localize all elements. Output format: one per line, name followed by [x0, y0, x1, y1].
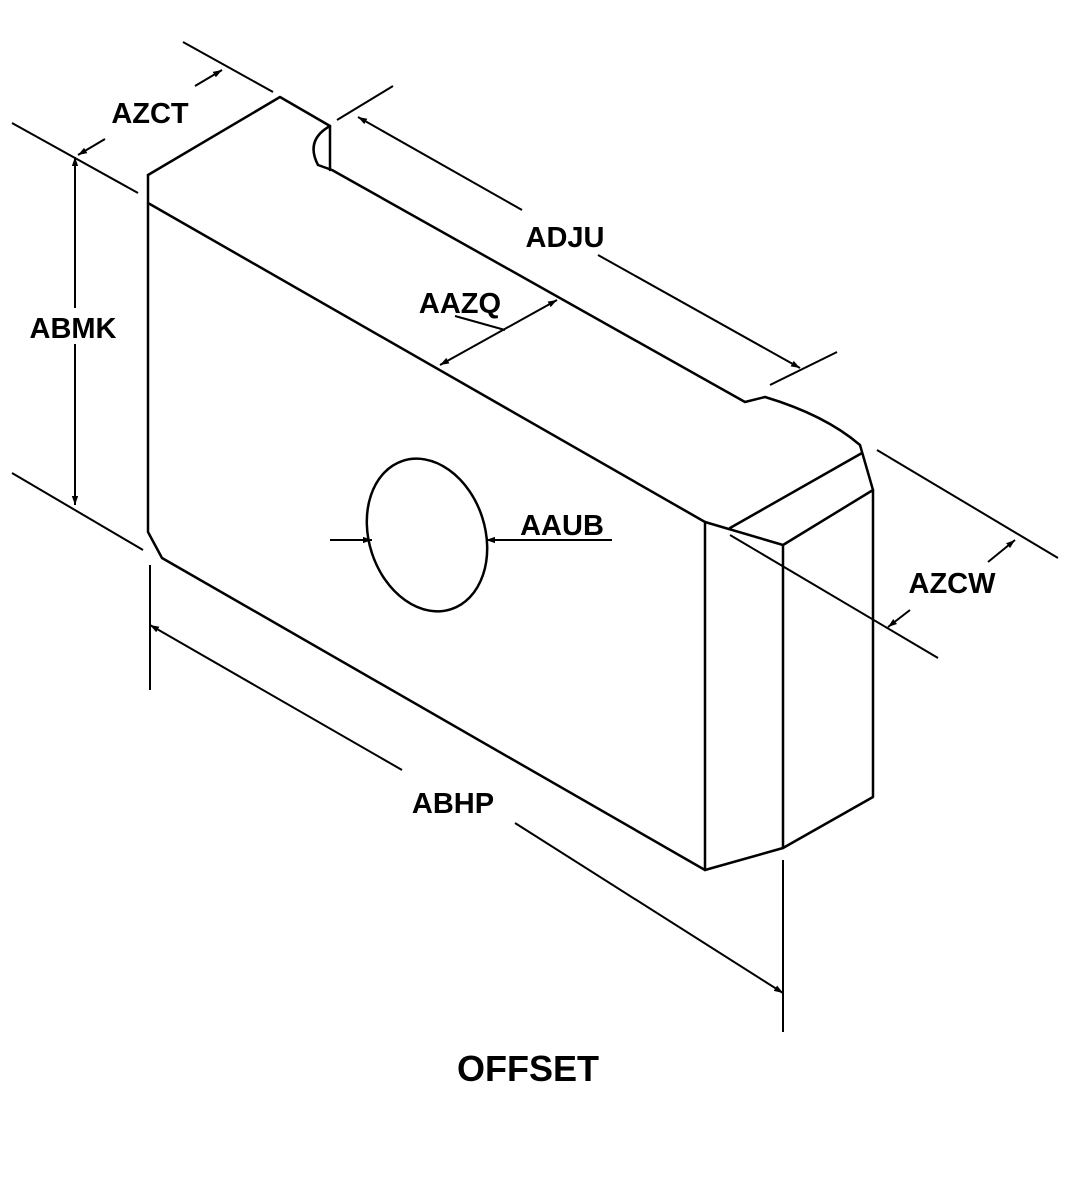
dimension-aaub: AAUB: [330, 510, 612, 544]
dimension-abhp: ABHP: [149, 565, 784, 1032]
diagram-title: OFFSET: [457, 1048, 599, 1089]
label-adju: ADJU: [526, 222, 605, 254]
label-abhp: ABHP: [412, 788, 494, 820]
dimension-azcw: AZCW: [729, 449, 1059, 659]
dimension-abmk: ABMK: [11, 157, 144, 551]
label-abmk: ABMK: [30, 313, 117, 345]
label-azcw: AZCW: [909, 568, 997, 600]
part-outline: [146, 95, 875, 872]
label-aazq: AAZQ: [419, 288, 501, 320]
label-aaub: AAUB: [520, 510, 604, 542]
dimension-azct: AZCT: [11, 41, 274, 194]
label-azct: AZCT: [111, 98, 189, 130]
dimension-adju: ADJU: [336, 85, 838, 386]
hole: [365, 457, 489, 613]
dimension-aazq: AAZQ: [419, 288, 558, 366]
